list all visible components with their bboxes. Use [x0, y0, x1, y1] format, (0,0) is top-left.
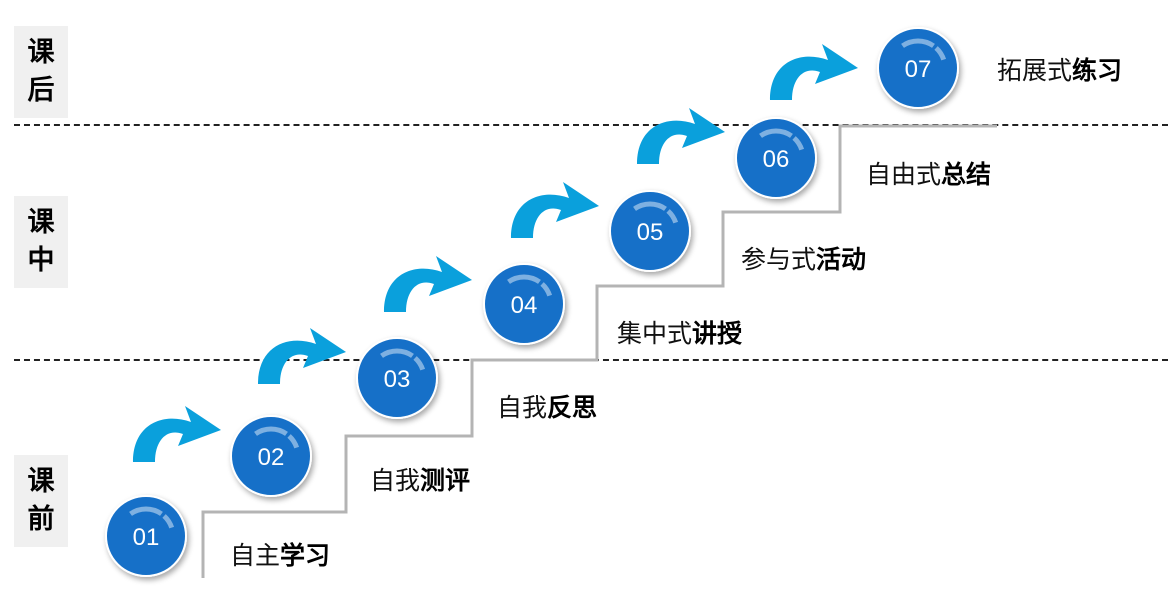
highlight-arc: [901, 38, 935, 49]
phase-char: 中: [27, 245, 55, 276]
highlight-arc: [162, 514, 175, 529]
highlight-arc: [254, 426, 288, 437]
step-number: 06: [763, 146, 790, 173]
step-emphasis: 测评: [420, 466, 471, 495]
highlight-arc: [413, 356, 426, 371]
step-emphasis: 反思: [547, 393, 598, 422]
step-label-04: 集中式讲授: [617, 314, 742, 350]
step-label-03: 自我反思: [497, 388, 597, 424]
curved-arrow-icon: [770, 44, 858, 100]
divider-after-during: [14, 124, 1168, 126]
step-circle-02: 02: [230, 415, 312, 497]
step-circle-05: 05: [609, 190, 691, 272]
staircase-line: [201, 124, 997, 578]
step-prefix: 集中式: [617, 319, 693, 348]
step-emphasis: 学习: [280, 541, 331, 570]
step-label-05: 参与式活动: [741, 240, 866, 276]
step-emphasis: 总结: [941, 160, 992, 189]
step-circle-06: 06: [735, 117, 817, 199]
highlight-arc: [540, 282, 553, 297]
step-label-06: 自由式总结: [866, 155, 991, 191]
step-prefix: 拓展式: [997, 56, 1073, 85]
highlight-arc: [934, 46, 947, 61]
step-emphasis: 练习: [1072, 56, 1123, 85]
step-number: 07: [905, 56, 932, 83]
step-prefix: 自由式: [866, 160, 942, 189]
step-circle-01: 01: [105, 495, 187, 577]
step-prefix: 自我: [497, 393, 548, 422]
step-emphasis: 讲授: [692, 319, 743, 348]
curved-arrow-icon: [133, 406, 221, 462]
curved-arrow-icon: [511, 182, 599, 238]
highlight-arc: [287, 434, 300, 449]
phase-char: 课: [27, 37, 55, 68]
phase-char: 课: [27, 466, 55, 497]
step-prefix: 自主: [230, 541, 281, 570]
step-label-02: 自我测评: [370, 461, 470, 497]
step-number: 04: [511, 292, 538, 319]
step-emphasis: 活动: [816, 245, 867, 274]
step-label-01: 自主学习: [230, 536, 330, 572]
step-number: 05: [637, 219, 664, 246]
phase-char: 后: [27, 75, 55, 106]
step-number: 01: [133, 524, 160, 551]
step-circle-04: 04: [483, 263, 565, 345]
step-number: 02: [258, 444, 285, 471]
curved-arrow-icon: [258, 328, 346, 384]
highlight-arc: [792, 136, 805, 151]
highlight-arc: [129, 506, 163, 517]
phase-label-before: 课 前: [14, 455, 68, 547]
highlight-arc: [507, 274, 541, 285]
step-prefix: 参与式: [741, 245, 817, 274]
step-prefix: 自我: [370, 466, 421, 495]
step-label-07: 拓展式练习: [997, 51, 1122, 87]
phase-label-after: 课 后: [14, 26, 68, 118]
highlight-arc: [633, 201, 667, 212]
step-circle-07: 07: [877, 27, 959, 109]
curved-arrow-icon: [637, 108, 725, 164]
highlight-arc: [380, 348, 414, 359]
phase-char: 前: [27, 504, 55, 535]
step-number: 03: [384, 366, 411, 393]
step-circle-03: 03: [356, 337, 438, 419]
phase-label-during: 课 中: [14, 196, 68, 288]
curved-arrow-icon: [384, 256, 472, 312]
highlight-arc: [666, 209, 679, 224]
phase-char: 课: [27, 207, 55, 238]
highlight-arc: [759, 128, 793, 139]
